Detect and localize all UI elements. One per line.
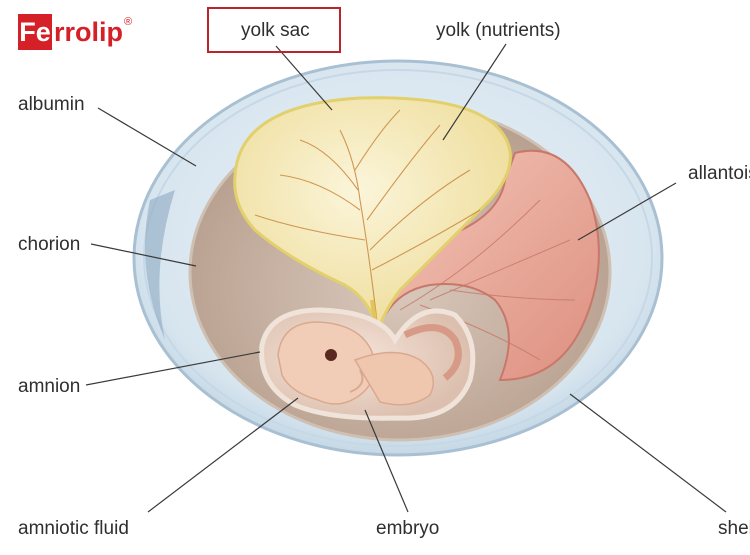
label-amniotic-fluid: amniotic fluid bbox=[18, 518, 129, 539]
label-amnion: amnion bbox=[18, 376, 81, 397]
label-allantois: allantois bbox=[688, 163, 750, 184]
yolk-sac-highlight-box bbox=[207, 7, 341, 53]
shell-inner-edge bbox=[143, 69, 653, 447]
albumin-shadow bbox=[145, 190, 175, 340]
yolk-vessels bbox=[254, 109, 481, 331]
label-yolk-sac: yolk sac bbox=[241, 20, 310, 41]
ferrolip-logo: Fe rrolip ® bbox=[18, 14, 132, 50]
label-embryo: embryo bbox=[376, 518, 440, 539]
label-albumin: albumin bbox=[18, 94, 85, 115]
pointer-lines bbox=[85, 43, 727, 513]
logo-initial: Fe bbox=[18, 14, 52, 50]
logo-text: rrolip bbox=[54, 16, 124, 47]
registered-mark: ® bbox=[124, 16, 133, 28]
embryo bbox=[277, 321, 462, 406]
embryo-eye bbox=[325, 349, 337, 361]
label-chorion: chorion bbox=[18, 234, 81, 255]
label-yolk-nutrients: yolk (nutrients) bbox=[436, 20, 561, 41]
yolk-sac bbox=[233, 96, 512, 336]
label-shell: shell bbox=[718, 518, 750, 539]
